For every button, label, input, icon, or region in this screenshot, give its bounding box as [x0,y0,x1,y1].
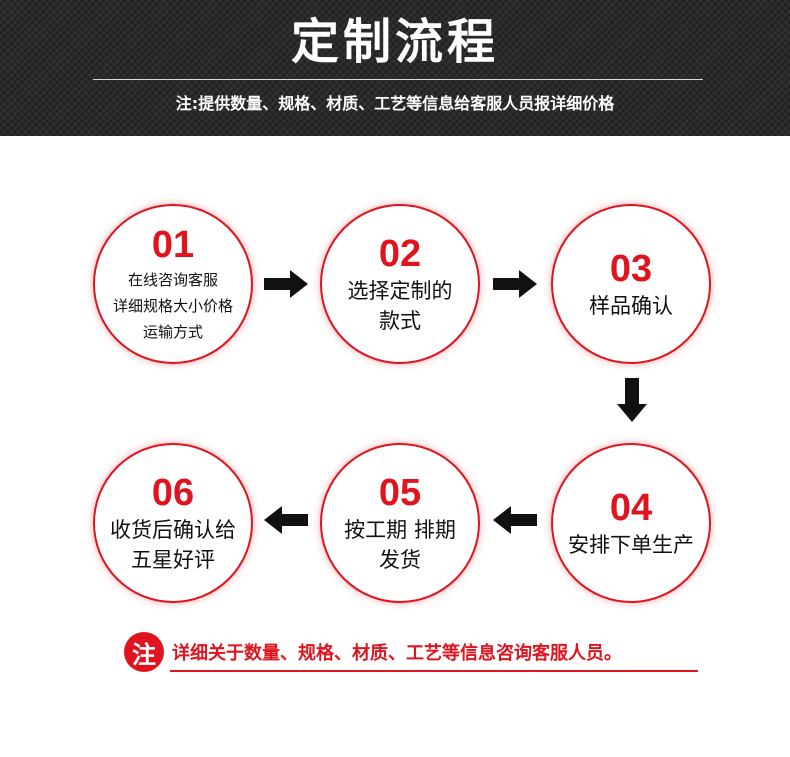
note-text: 详细关于数量、规格、材质、工艺等信息咨询客服人员。 [172,643,622,664]
step-number: 02 [378,233,422,275]
step-text-line: 款式 [379,309,421,333]
step-text-line: 收货后确认给 [110,518,236,542]
arrow-left-icon [493,506,537,534]
header-subtitle: 注:提供数量、规格、材质、工艺等信息给客服人员报详细价格 [175,94,615,113]
step-number: 05 [378,472,422,514]
step-text-line: 五星好评 [131,548,215,572]
step-02: 02 选择定制的 款式 [320,204,480,364]
step-text-line: 按工期 排期 [344,518,456,542]
step-06: 06 收货后确认给 五星好评 [93,443,253,603]
step-text-line: 选择定制的 [347,279,453,303]
note-underline [170,670,698,672]
page-title: 定制流程 [290,14,499,70]
note-row: 注 详细关于数量、规格、材质、工艺等信息咨询客服人员。 [124,632,622,672]
step-03: 03 样品确认 [551,204,711,364]
step-text-line: 发货 [379,548,421,572]
note-badge: 注 [124,632,164,672]
step-05: 05 按工期 排期 发货 [320,443,480,603]
step-text-line: 详细规格大小价格 [112,297,233,315]
step-number: 06 [151,472,195,514]
step-number: 03 [609,248,653,290]
step-04: 04 安排下单生产 [551,443,711,603]
step-text-line: 在线咨询客服 [127,271,218,289]
step-number: 01 [151,224,195,266]
step-number: 04 [609,487,653,529]
header-divider [93,79,703,80]
step-text-line: 样品确认 [589,294,673,318]
arrow-down-icon [617,378,647,422]
arrow-right-icon [264,270,308,298]
arrow-right-icon [493,270,537,298]
step-text-line: 安排下单生产 [568,533,694,557]
arrow-left-icon [264,506,308,534]
step-01: 01 在线咨询客服 详细规格大小价格 运输方式 [93,204,253,364]
header-banner: 定制流程 注:提供数量、规格、材质、工艺等信息给客服人员报详细价格 [0,0,790,136]
step-text-line: 运输方式 [142,323,203,341]
